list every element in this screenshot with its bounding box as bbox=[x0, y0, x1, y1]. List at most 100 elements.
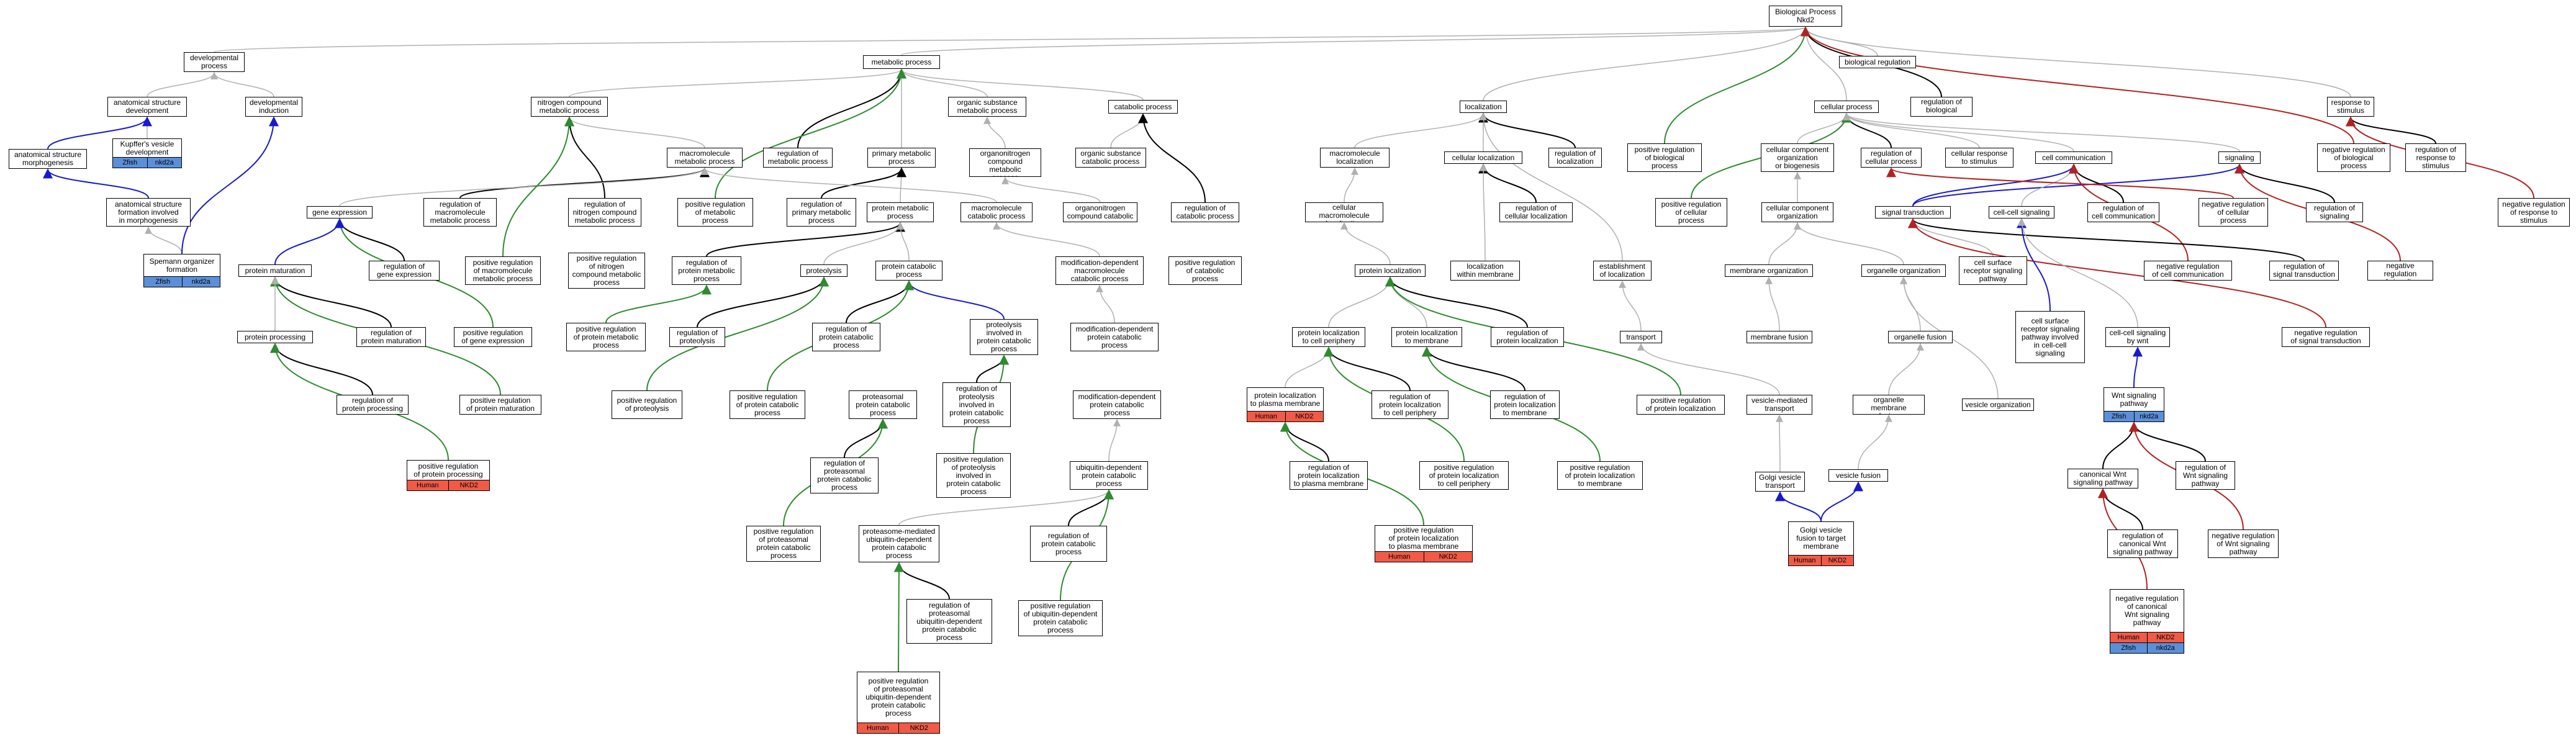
go-term-cellsurf[interactable]: cell surface receptor signaling pathway bbox=[1959, 256, 2027, 285]
go-term-posreggeneexp[interactable]: positive regulation of gene expression bbox=[454, 327, 532, 347]
go-term-posregproteolysis[interactable]: positive regulation of proteolysis bbox=[612, 390, 682, 419]
go-term-posregprotlocmem[interactable]: positive regulation of protein localizat… bbox=[1557, 461, 1643, 490]
go-term-protinvcat[interactable]: proteolysis involved in protein cataboli… bbox=[970, 319, 1038, 355]
go-term-regmacro[interactable]: regulation of macromolecule metabolic pr… bbox=[423, 198, 497, 227]
go-term-negregbp[interactable]: negative regulation of biological proces… bbox=[2317, 143, 2390, 172]
go-term-posregnc[interactable]: positive regulation of nitrogen compound… bbox=[568, 253, 645, 289]
go-term-moddepprot[interactable]: modification-dependent protein catabolic… bbox=[1070, 323, 1159, 351]
go-term-regcanwnt[interactable]: regulation of canonical Wnt signaling pa… bbox=[2107, 529, 2178, 558]
go-term-regprotubiq[interactable]: regulation of proteasomal ubiquitin-depe… bbox=[906, 599, 992, 644]
go-term-regcellcomm[interactable]: regulation of cell communication bbox=[2087, 202, 2159, 222]
go-term-posregcat[interactable]: positive regulation of catabolic process bbox=[1168, 256, 1242, 285]
go-term-regprotcat[interactable]: regulation of protein catabolic process bbox=[812, 323, 880, 351]
go-term-regprotproc[interactable]: regulation of protein processing bbox=[337, 395, 409, 415]
go-term-moddep[interactable]: modification-dependent macromolecule cat… bbox=[1055, 256, 1144, 285]
go-term-moddepprot2[interactable]: modification-dependent protein catabolic… bbox=[1073, 390, 1161, 419]
go-term-cellmacroloc[interactable]: cellular macromolecule localization bbox=[1305, 202, 1383, 222]
go-term-bp[interactable]: Biological Process Nkd2 bbox=[1769, 6, 1842, 27]
go-term-macromet[interactable]: macromolecule metabolic process bbox=[667, 148, 743, 168]
go-term-regwnt[interactable]: regulation of Wnt signaling pathway bbox=[2176, 461, 2235, 490]
go-term-transport[interactable]: transport bbox=[1620, 331, 1662, 343]
go-term-posregprotubiq[interactable]: positive regulation of proteasomal ubiqu… bbox=[857, 672, 940, 734]
go-term-dev[interactable]: developmental process bbox=[184, 52, 245, 72]
go-term-resp[interactable]: response to stimulus bbox=[2327, 97, 2374, 117]
go-term-csrspw[interactable]: cell surface receptor signaling pathway … bbox=[2015, 311, 2085, 363]
go-term-negregsig[interactable]: negative regulation of signaling bbox=[2367, 261, 2433, 281]
go-term-cellcomm[interactable]: cell communication bbox=[2035, 151, 2112, 164]
go-term-posregprotinv[interactable]: positive regulation of proteolysis invol… bbox=[936, 453, 1011, 498]
go-term-met[interactable]: metabolic process bbox=[863, 55, 940, 69]
go-term-regprotloccp[interactable]: regulation of protein localization to ce… bbox=[1372, 390, 1448, 419]
go-term-posregprotloccp[interactable]: positive regulation of protein localizat… bbox=[1419, 461, 1509, 490]
go-term-regmet[interactable]: regulation of metabolic process bbox=[763, 148, 833, 168]
go-term-protlocmem[interactable]: protein localization to membrane bbox=[1391, 327, 1462, 347]
go-term-sigtrans[interactable]: signal transduction bbox=[1875, 206, 1951, 218]
go-term-protproc[interactable]: protein processing bbox=[237, 331, 313, 343]
go-term-negregcell[interactable]: negative regulation of cellular process bbox=[2199, 198, 2268, 227]
go-term-vesmed[interactable]: vesicle-mediated transport bbox=[1747, 395, 1812, 415]
go-term-cellproc[interactable]: cellular process bbox=[1814, 101, 1879, 113]
go-term-protmet[interactable]: protein metabolic process bbox=[867, 202, 934, 222]
go-term-membranefusion[interactable]: membrane fusion bbox=[1747, 331, 1812, 343]
go-term-regprimmet[interactable]: regulation of primary metabolic process bbox=[787, 198, 856, 227]
go-term-locwithin[interactable]: localization within membrane bbox=[1450, 261, 1520, 281]
go-term-regcat[interactable]: regulation of catabolic process bbox=[1171, 202, 1239, 222]
go-term-cellresp[interactable]: cellular response to stimulus bbox=[1945, 148, 2013, 168]
go-term-anatform[interactable]: anatomical structure formation involved … bbox=[106, 198, 191, 227]
go-term-orgsubcat[interactable]: organic substance catabolic process bbox=[1075, 148, 1146, 168]
go-term-proteolysis[interactable]: proteolysis bbox=[800, 264, 847, 277]
go-term-negregsigtrans[interactable]: negative regulation of signal transducti… bbox=[2282, 327, 2370, 347]
go-term-estloc[interactable]: establishment of localization bbox=[1593, 261, 1652, 281]
go-term-regprotloc[interactable]: regulation of protein localization bbox=[1491, 327, 1564, 347]
go-term-bioreg[interactable]: biological regulation bbox=[1839, 56, 1916, 68]
go-term-organelleorg[interactable]: organelle organization bbox=[1861, 264, 1946, 277]
go-term-protloccp[interactable]: protein localization to cell periphery bbox=[1292, 327, 1365, 347]
go-term-loc[interactable]: localization bbox=[1460, 101, 1507, 113]
go-term-regbp[interactable]: regulation of biological process bbox=[1910, 97, 1973, 117]
go-term-regsig[interactable]: regulation of signaling bbox=[2306, 202, 2363, 222]
go-term-negregcomm[interactable]: negative regulation of cell communicatio… bbox=[2144, 261, 2232, 281]
go-term-posregprotmat[interactable]: positive regulation of protein maturatio… bbox=[459, 395, 541, 415]
go-term-regprotlocpm[interactable]: regulation of protein localization to pl… bbox=[1290, 461, 1368, 490]
go-term-cellloc[interactable]: cellular localization bbox=[1444, 151, 1522, 164]
go-term-regncmet[interactable]: regulation of nitrogen compound metaboli… bbox=[568, 198, 641, 227]
go-term-posregprotmet[interactable]: positive regulation of protein metabolic… bbox=[566, 323, 646, 351]
go-term-posregcell[interactable]: positive regulation of cellular process bbox=[1655, 198, 1727, 227]
go-term-regresp[interactable]: regulation of response to stimulus bbox=[2405, 143, 2466, 172]
go-term-reggeneexp[interactable]: regulation of gene expression bbox=[369, 261, 440, 281]
go-term-catab[interactable]: catabolic process bbox=[1108, 100, 1178, 114]
go-term-regloc[interactable]: regulation of localization bbox=[1548, 148, 1602, 168]
go-term-primmet[interactable]: primary metabolic process bbox=[867, 148, 936, 168]
go-term-posregprotloc[interactable]: positive regulation of protein localizat… bbox=[1637, 395, 1725, 415]
go-term-posregprotproc[interactable]: positive regulation of protein processin… bbox=[407, 460, 490, 491]
go-term-posregprotlocpm[interactable]: positive regulation of protein localizat… bbox=[1375, 525, 1473, 562]
go-term-cellsig[interactable]: cell-cell signaling bbox=[1989, 206, 2054, 218]
go-term-ncmet[interactable]: nitrogen compound metabolic process bbox=[531, 97, 608, 117]
go-term-golgives[interactable]: Golgi vesicle transport bbox=[1755, 472, 1805, 492]
go-term-posregbp[interactable]: positive regulation of biological proces… bbox=[1627, 143, 1702, 172]
go-term-regcell[interactable]: regulation of cellular process bbox=[1861, 148, 1922, 168]
go-term-signaling[interactable]: signaling bbox=[2218, 151, 2261, 164]
go-term-protmat[interactable]: protein maturation bbox=[238, 264, 312, 277]
go-term-negregcanwnt[interactable]: negative regulation of canonical Wnt sig… bbox=[2110, 589, 2184, 654]
go-term-ccorg[interactable]: cellular component organization or bioge… bbox=[1761, 143, 1834, 172]
go-term-vesfusion[interactable]: vesicle fusion bbox=[1828, 469, 1888, 482]
go-term-macroloc[interactable]: macromolecule localization bbox=[1320, 148, 1390, 168]
go-term-posregubiq[interactable]: positive regulation of ubiquitin-depende… bbox=[1018, 600, 1103, 636]
go-term-posregprotcat[interactable]: positive regulation of protein catabolic… bbox=[730, 390, 805, 419]
go-term-ubiqdep[interactable]: ubiquitin-dependent protein catabolic pr… bbox=[1070, 461, 1148, 490]
go-term-protloc[interactable]: protein localization bbox=[1355, 264, 1426, 277]
go-term-cellsigwnt[interactable]: cell-cell signaling by wnt bbox=[2105, 327, 2170, 347]
go-term-regprotmat[interactable]: regulation of protein maturation bbox=[356, 327, 426, 347]
go-term-canwnt[interactable]: canonical Wnt signaling pathway bbox=[2068, 469, 2138, 489]
go-term-regprotinv[interactable]: regulation of proteolysis involved in pr… bbox=[942, 382, 1011, 427]
go-term-regsigtrans[interactable]: regulation of signal transduction bbox=[2269, 261, 2339, 281]
go-term-regprotprotcat[interactable]: regulation of proteasomal protein catabo… bbox=[810, 457, 879, 493]
go-term-anatdev[interactable]: anatomical structure development bbox=[107, 97, 187, 117]
go-term-membraneorg[interactable]: membrane organization bbox=[1725, 264, 1813, 277]
go-term-proteasomemed[interactable]: proteasome-mediated ubiquitin-dependent … bbox=[859, 525, 939, 562]
